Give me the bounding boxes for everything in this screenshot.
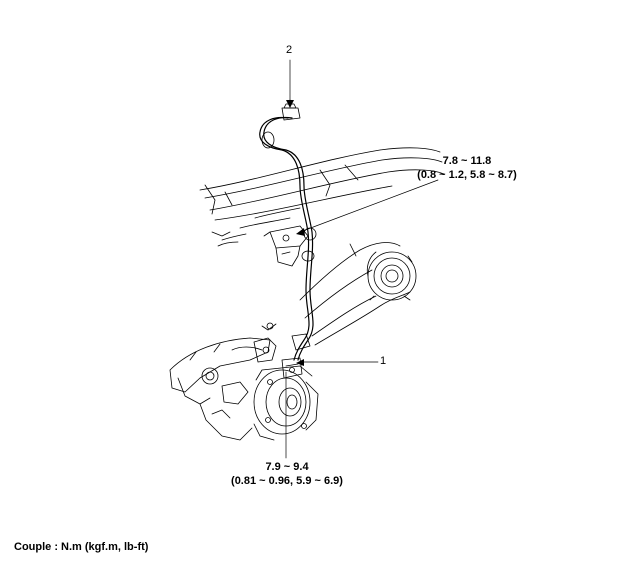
sub-frame-rails bbox=[199, 147, 445, 247]
torque-unit-note: Couple : N.m (kgf.m, lb-ft) bbox=[14, 541, 149, 553]
arrowhead-item-1 bbox=[296, 359, 304, 366]
leader-line-torque-upper bbox=[299, 179, 439, 233]
speed-sensor-head bbox=[281, 357, 303, 379]
torque-lower-nm: 7.9 ~ 9.4 bbox=[265, 461, 309, 473]
arrowhead-torque-upper bbox=[296, 228, 305, 236]
wheel-hub bbox=[253, 337, 319, 441]
torque-spec-upper: 7.8 ~ 11.8 (0.8 ~ 1.2, 5.8 ~ 8.7) bbox=[402, 154, 532, 182]
torque-spec-lower: 7.9 ~ 9.4 (0.81 ~ 0.96, 5.9 ~ 6.9) bbox=[212, 460, 362, 488]
callout-item-1: 1 bbox=[380, 355, 387, 367]
arm-bushing bbox=[366, 251, 417, 301]
torque-upper-nm: 7.8 ~ 11.8 bbox=[442, 155, 492, 167]
torque-upper-converted: (0.8 ~ 1.2, 5.8 ~ 8.7) bbox=[417, 169, 517, 181]
arrowhead-item-2 bbox=[286, 100, 294, 108]
knuckle-casting bbox=[169, 337, 271, 441]
leader-lines bbox=[285, 59, 439, 459]
callout-item-2: 2 bbox=[286, 44, 293, 56]
torque-lower-converted: (0.81 ~ 0.96, 5.9 ~ 6.9) bbox=[231, 475, 343, 487]
upper-mount-bracket bbox=[263, 225, 309, 267]
